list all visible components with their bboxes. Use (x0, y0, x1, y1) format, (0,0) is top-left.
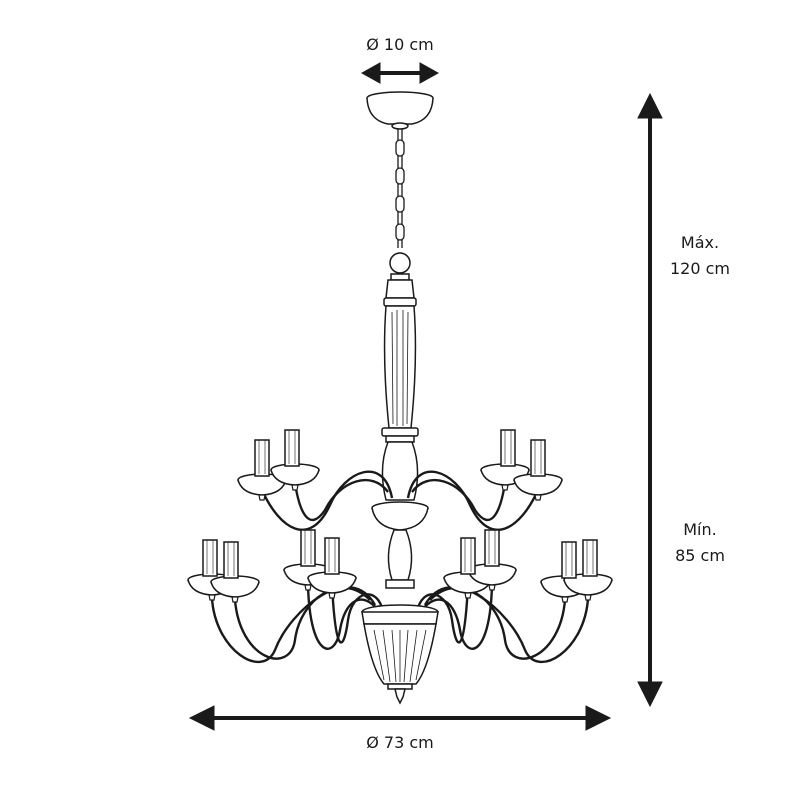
candle-10 (484, 529, 500, 567)
candle-5 (202, 539, 218, 577)
height-arrow (637, 92, 663, 708)
top-diameter-arrow (360, 62, 440, 84)
cup-lower-4 (307, 571, 357, 599)
candle-3 (500, 429, 516, 467)
candle-9 (460, 537, 476, 575)
candle-6 (223, 541, 239, 579)
candle-8 (324, 537, 340, 575)
candle-2 (284, 429, 300, 467)
chandelier-drawing (210, 91, 590, 705)
cup-lower-2 (210, 575, 260, 603)
upper-arms (260, 470, 540, 531)
bottom-diameter-arrow (188, 705, 612, 731)
candle-12 (582, 539, 598, 577)
max-height-label: Máx. 120 cm (640, 230, 760, 282)
upper-bobeche (371, 501, 429, 531)
ceiling-canopy (366, 91, 434, 130)
central-column (381, 252, 419, 501)
lower-column (385, 529, 415, 589)
candle-11 (561, 541, 577, 579)
min-height-title: Mín. (683, 520, 717, 539)
min-height-value: 85 cm (675, 546, 725, 565)
min-height-label: Mín. 85 cm (640, 517, 760, 569)
candle-7 (300, 529, 316, 567)
bottom-diameter-label: Ø 73 cm (366, 733, 434, 752)
chain (395, 128, 405, 248)
candle-4 (530, 439, 546, 477)
bottom-urn (361, 604, 439, 705)
cup-upper-4 (513, 473, 563, 501)
max-height-title: Máx. (680, 233, 720, 252)
max-height-value: 120 cm (669, 259, 730, 278)
candle-1 (254, 439, 270, 477)
top-diameter-label: Ø 10 cm (366, 35, 434, 54)
